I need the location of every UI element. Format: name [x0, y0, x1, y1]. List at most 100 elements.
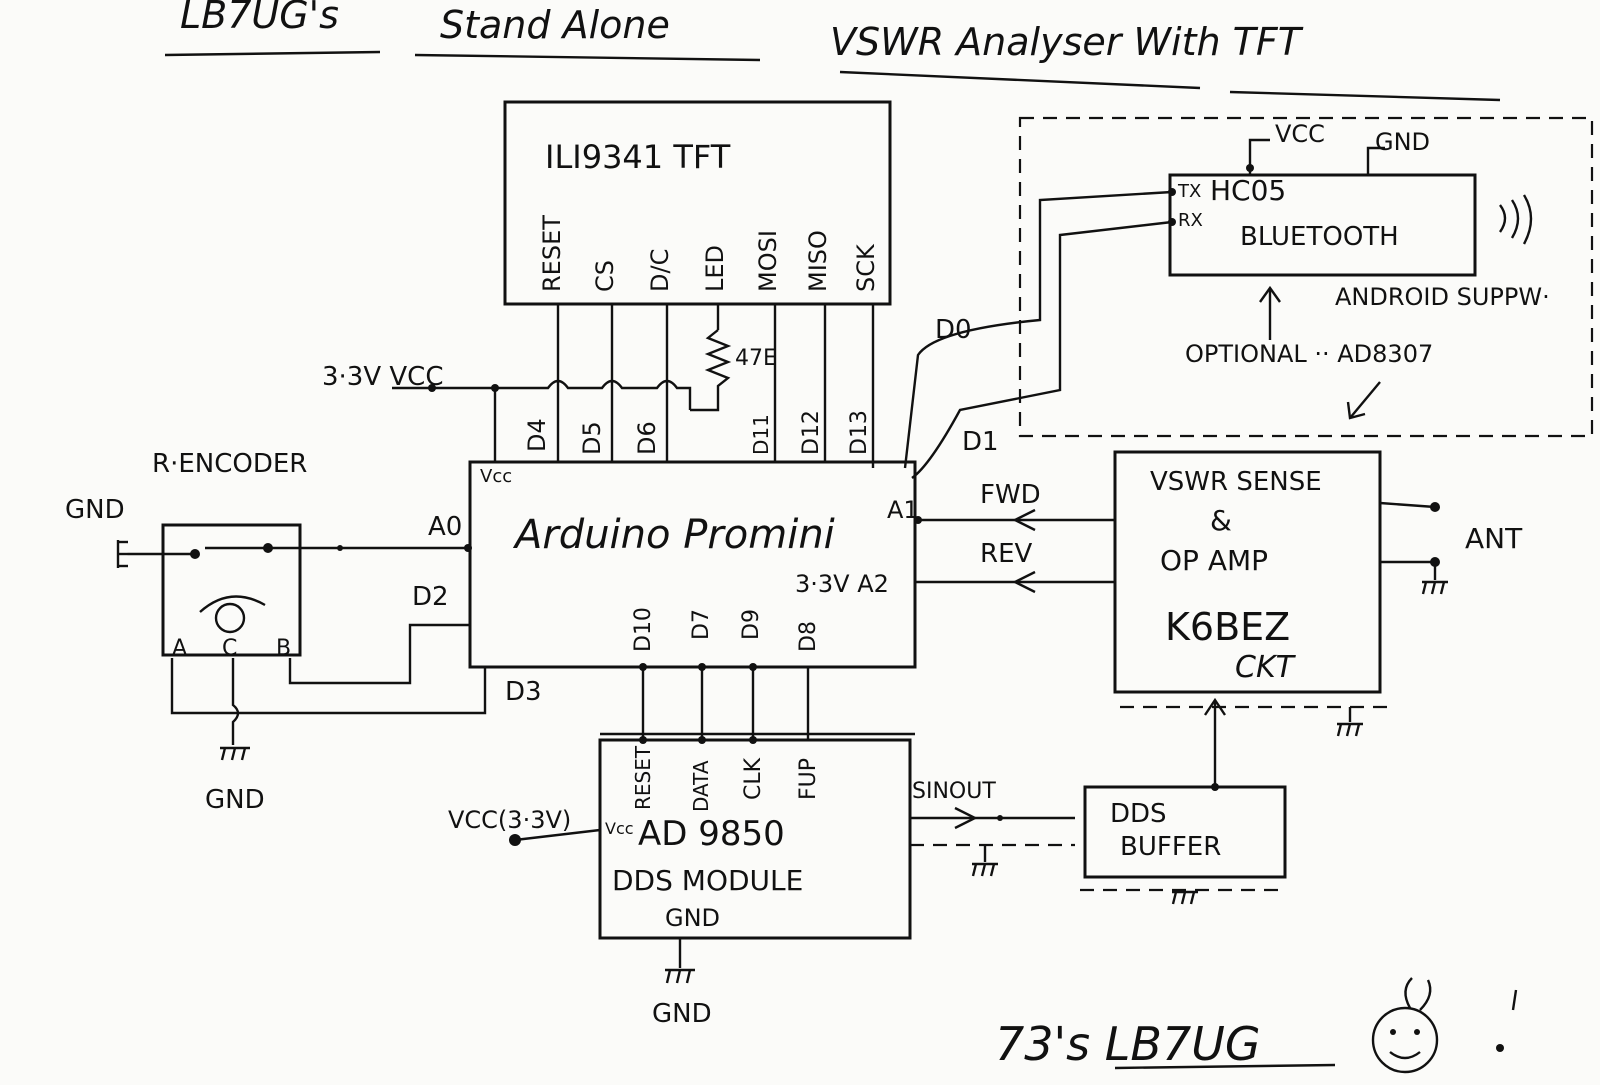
d1-to-rx-wire	[911, 220, 1173, 479]
ant-wire-1	[1379, 501, 1436, 509]
bt-name-2: BLUETOOTH	[1240, 222, 1399, 252]
encoder-pin-a: A	[172, 636, 187, 661]
dds-pin-data: DATA	[689, 760, 713, 812]
signoff-text: 73's LB7UG	[995, 1017, 1261, 1071]
pin-d12: D12	[799, 410, 824, 455]
bt-rx: RX	[1178, 210, 1203, 231]
sinout-gnd-symbol	[971, 862, 998, 877]
bt-android-label: ANDROID SUPPW·	[1335, 283, 1550, 311]
dds-pin-labels: RESET DATA CLK FUP	[631, 745, 821, 812]
arduino-promini	[468, 460, 917, 669]
dds-pin-clk: CLK	[741, 757, 766, 800]
dds-vcc-wire	[514, 828, 601, 842]
sinout-label: SINOUT	[912, 779, 996, 804]
pin-d5: D5	[578, 421, 606, 455]
title-underline-4	[1229, 90, 1501, 102]
tft-wires	[556, 304, 875, 468]
vswr-sense-module	[1113, 450, 1382, 694]
dds-gnd-bottom: GND	[652, 999, 712, 1029]
tft-pin-miso: MISO	[804, 230, 832, 292]
encoder-c-to-gnd-wire	[231, 658, 240, 745]
encoder-b-to-d2-wire	[288, 623, 470, 685]
vswr-line-4: K6BEZ	[1165, 605, 1290, 649]
encoder-gnd-bottom: GND	[205, 785, 265, 815]
buffer-gnd-symbol	[1171, 890, 1198, 905]
encoder-gnd-symbol-left	[116, 540, 128, 568]
tft-pin-mosi: MOSI	[754, 230, 782, 292]
tft-pin-dc: D/C	[646, 249, 674, 292]
tft-pin-sck: SCK	[852, 243, 880, 292]
title-underline-3	[839, 70, 1201, 90]
arduino-vcc-pin: Vcc	[480, 466, 512, 487]
pin-d3: D3	[505, 677, 542, 707]
encoder-gnd-symbol-bottom	[220, 746, 250, 761]
vswr-gnd-symbol	[1336, 722, 1363, 737]
led-resistor	[690, 329, 732, 412]
title-underline-1	[164, 50, 381, 57]
bt-name-1: HC05	[1210, 174, 1286, 207]
pin-d6: D6	[633, 421, 661, 455]
hc05-module	[1168, 173, 1477, 277]
pin-d4: D4	[523, 418, 551, 452]
bt-vcc: VCC	[1275, 120, 1325, 148]
tft-pin-led: LED	[701, 245, 729, 292]
pin-a2: 3·3V A2	[795, 570, 889, 598]
dds-name: AD 9850	[638, 814, 785, 854]
signoff-underline	[1114, 1063, 1336, 1070]
bt-radio-waves-icon	[1499, 194, 1533, 245]
fwd-label: FWD	[980, 480, 1041, 510]
pin-a0: A0	[428, 512, 462, 542]
dds-pin-fup: FUP	[796, 758, 821, 800]
pin-d2: D2	[412, 582, 449, 612]
encoder-pin-b: B	[276, 636, 291, 661]
encoder-pin-c: C	[222, 636, 237, 661]
tft-pin-reset: RESET	[538, 215, 566, 292]
title-callsign: LB7UG's	[180, 0, 339, 37]
tft-name: ILI9341 TFT	[545, 138, 731, 176]
buffer-line-2: BUFFER	[1120, 832, 1221, 862]
dds-gnd-pin: GND	[665, 904, 720, 932]
vswr-line-2: &	[1210, 504, 1232, 537]
pin-d11: D11	[749, 414, 773, 455]
pin-d10: D10	[631, 607, 656, 652]
arduino-top-pins: D4 D5 D6 D11 D12 D13	[523, 410, 872, 455]
title-underline-2	[414, 53, 761, 62]
encoder-gnd-left: GND	[65, 495, 125, 525]
title-standalone: Stand Alone	[440, 3, 670, 47]
bt-vcc-wire	[1248, 138, 1270, 175]
pin-d9: D9	[739, 609, 764, 640]
smiley-face-icon	[1371, 977, 1439, 1074]
dds-wires	[639, 663, 810, 744]
tft-pin-labels: RESET CS D/C LED MOSI MISO SCK	[538, 215, 880, 292]
rotary-encoder	[161, 523, 302, 657]
encoder-rotation-arrow	[199, 595, 266, 613]
vswr-line-1: VSWR SENSE	[1150, 467, 1322, 497]
led-resistor-label: 47E	[735, 346, 777, 371]
optional-label: OPTIONAL ·· AD8307	[1185, 340, 1433, 368]
vswr-line-3: OP AMP	[1160, 544, 1268, 577]
optional-down-arrow	[1349, 381, 1381, 419]
ant-gnd-symbol	[1421, 580, 1448, 595]
encoder-a-to-d3-wire	[170, 658, 487, 715]
dds-buffer-module	[1083, 785, 1287, 879]
bt-tx: TX	[1177, 181, 1201, 202]
rev-label: REV	[980, 539, 1032, 569]
dds-vcc-pin: Vcc	[605, 819, 634, 838]
vcc-rail	[392, 379, 692, 410]
dds-gnd-symbol	[665, 968, 695, 984]
encoder-knob	[214, 602, 246, 634]
buffer-line-1: DDS	[1110, 799, 1167, 829]
bt-gnd: GND	[1375, 128, 1430, 156]
ant-label: ANT	[1465, 522, 1523, 555]
d0-to-tx-wire	[903, 190, 1173, 469]
pin-a1: A1	[887, 496, 919, 524]
pin-d7: D7	[689, 609, 714, 640]
optional-bluetooth-area	[1018, 116, 1594, 438]
pin-d8: D8	[796, 621, 821, 652]
encoder-label: R·ENCODER	[152, 449, 307, 479]
arduino-name: Arduino Promini	[512, 512, 835, 558]
arduino-bottom-pins: D10 D7 D9 D8	[631, 607, 821, 652]
dds-module-label: DDS MODULE	[612, 864, 803, 897]
